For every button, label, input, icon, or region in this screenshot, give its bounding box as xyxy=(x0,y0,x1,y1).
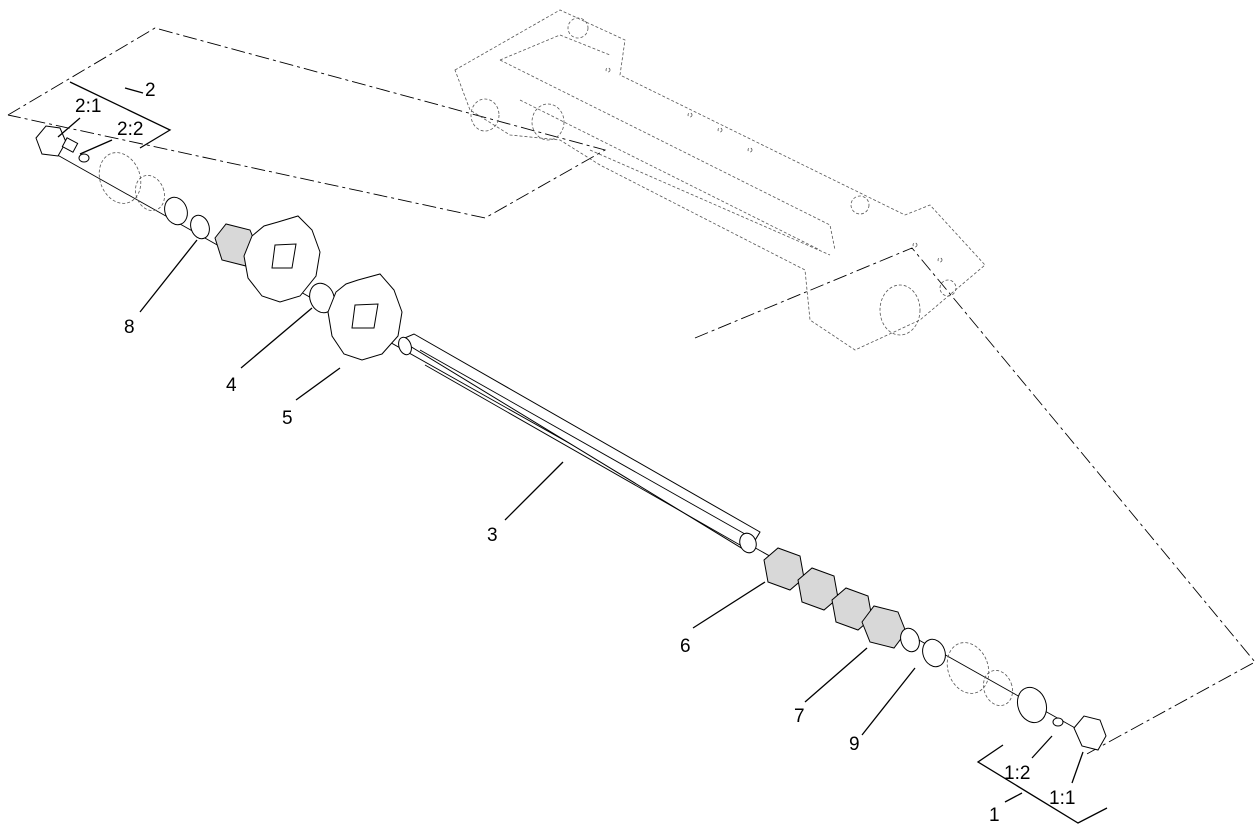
bearing-left xyxy=(98,152,142,204)
hex-spacer-6b xyxy=(797,567,839,611)
fitting-left xyxy=(61,137,79,153)
hex-spacer-6a xyxy=(763,547,805,591)
callout-1: 1 xyxy=(989,805,1000,826)
cap-nut-left xyxy=(35,125,67,157)
callout-9: 9 xyxy=(849,734,860,755)
grease-fitting-left xyxy=(78,153,90,163)
callout-6: 6 xyxy=(680,636,691,657)
callout-2: 2 xyxy=(145,80,156,101)
callout-4: 4 xyxy=(226,375,237,396)
callout-labels: 2 2:1 2:2 8 4 5 3 6 7 9 1:2 1:1 1 xyxy=(75,80,1075,826)
cap-nut-right xyxy=(1073,715,1107,751)
callout-1-2: 1:2 xyxy=(1004,763,1030,784)
bearing-right xyxy=(946,642,990,694)
ring-left-8a xyxy=(164,196,188,226)
callout-7: 7 xyxy=(794,706,805,727)
callout-1-1: 1:1 xyxy=(1049,788,1075,809)
seal-right xyxy=(983,670,1013,706)
snap-ring-left-8 xyxy=(190,214,210,240)
leader-lines xyxy=(57,81,1108,824)
frame-assembly xyxy=(454,9,986,351)
right-end-parts xyxy=(763,547,1107,751)
grease-fitting-right xyxy=(1052,717,1064,727)
spacer-4 xyxy=(309,282,335,314)
callout-3: 3 xyxy=(487,525,498,546)
ring-9b xyxy=(922,638,946,668)
callout-2-1: 2:1 xyxy=(75,96,101,117)
callout-5: 5 xyxy=(282,408,293,429)
sprocket-5 xyxy=(327,273,403,361)
snap-ring-9 xyxy=(900,627,920,653)
callout-8: 8 xyxy=(124,317,135,338)
phantom-boundary xyxy=(7,27,1256,756)
shaft-3 xyxy=(398,333,761,554)
o-ring-right xyxy=(1016,686,1048,724)
callout-2-2: 2:2 xyxy=(117,119,143,140)
left-end-parts xyxy=(35,125,259,267)
sprocket-1 xyxy=(243,215,321,303)
seal-left xyxy=(135,175,165,211)
